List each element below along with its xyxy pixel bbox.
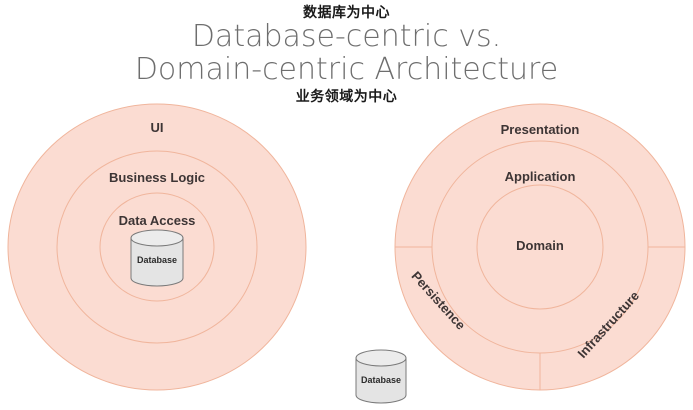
external-cylinder-top — [355, 349, 407, 367]
external-database-label: Database — [360, 375, 402, 385]
left-layer-label-business-logic: Business Logic — [108, 170, 206, 185]
left-cylinder-body — [130, 237, 184, 287]
external-cylinder-body — [355, 357, 407, 404]
chinese-note-database-centric: 数据库为中心 — [303, 5, 390, 21]
right-concentric-rings — [394, 103, 686, 391]
left-cylinder-top — [130, 229, 184, 247]
page-title: Database-centric vs. Domain-centric Arch… — [134, 19, 559, 87]
left-layer-label-ui: UI — [150, 120, 164, 135]
left-database-cylinder — [130, 229, 184, 287]
right-ring-inner-domain — [476, 184, 604, 310]
left-database-label: Database — [136, 255, 178, 265]
chinese-note-domain-centric: 业务领域为中心 — [295, 89, 398, 105]
external-database-cylinder — [355, 349, 407, 404]
right-layer-label-domain: Domain — [516, 238, 564, 253]
right-layer-label-application: Application — [504, 169, 576, 184]
left-layer-label-data-access: Data Access — [118, 213, 196, 228]
right-layer-label-presentation: Presentation — [500, 122, 580, 137]
